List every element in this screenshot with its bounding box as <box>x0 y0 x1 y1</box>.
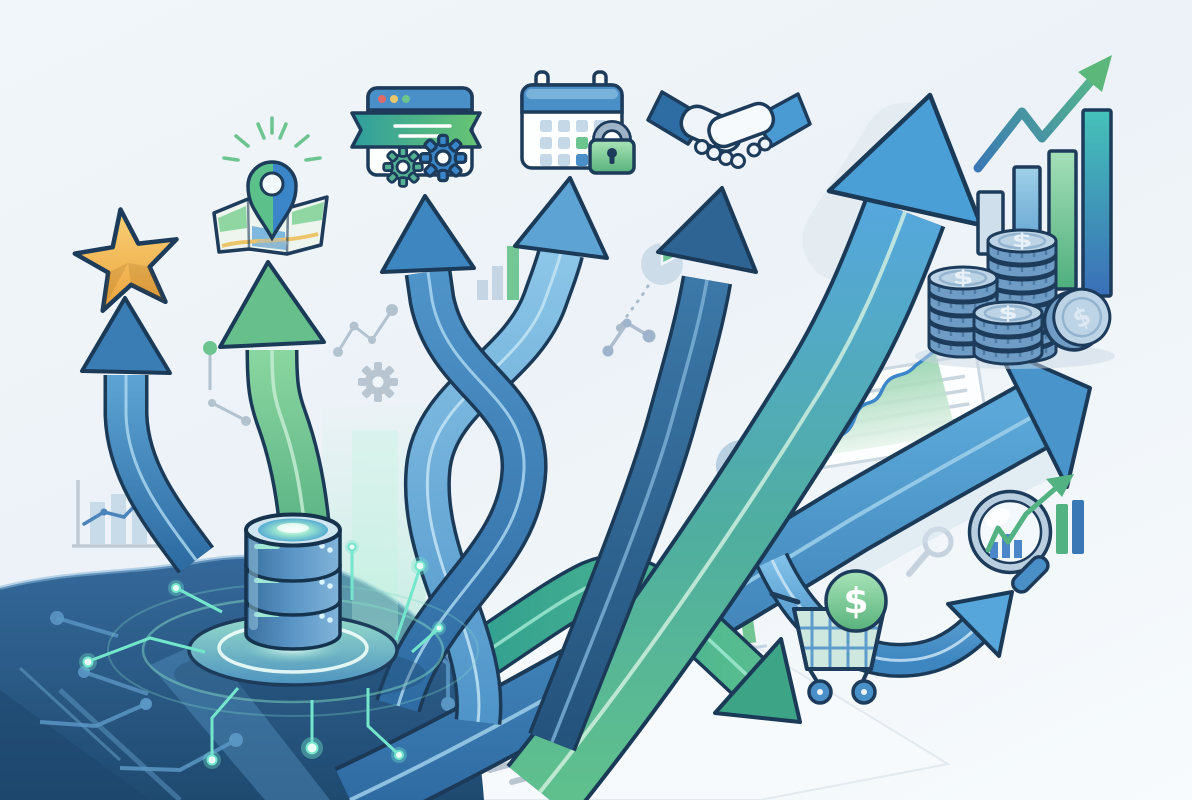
green-node-icon <box>203 341 251 426</box>
map-pin-icon <box>212 116 329 256</box>
lock-icon <box>588 120 636 175</box>
magnifier-bars <box>990 534 1022 558</box>
star-icon <box>72 207 179 313</box>
browser-gears-icon <box>350 86 482 188</box>
hub-glow-beam <box>352 430 398 656</box>
pin-rays <box>222 116 322 162</box>
circuit-node <box>79 540 446 769</box>
database-icon <box>244 512 342 651</box>
trend-zigzag-icon <box>973 55 1112 173</box>
gear-icon <box>358 362 398 402</box>
database-hub <box>79 512 479 769</box>
arrow-up-dark-blue <box>528 186 758 752</box>
coin-stacks-icon: $ $ $ $ <box>915 228 1115 369</box>
dot-node-icon <box>602 318 656 357</box>
gear-green-icon <box>382 146 424 188</box>
coin-dollar: $ <box>1012 230 1033 252</box>
coin-dollar: $ <box>998 303 1017 323</box>
dollar-badge-icon: $ <box>824 569 888 633</box>
magnifier-chart-icon <box>967 474 1084 594</box>
mini-bar-chart-icon <box>477 246 519 300</box>
circuit-trace <box>91 549 438 756</box>
coin-dollar: $ <box>953 267 974 289</box>
arrow-up-left-blue <box>80 296 214 574</box>
badge-dollar: $ <box>843 581 868 622</box>
magnifier-handle <box>1011 555 1050 594</box>
arrow-big-green <box>506 92 984 800</box>
handshake-knuckles <box>694 136 773 169</box>
circuit-trace <box>50 611 149 696</box>
calendar-lock-icon <box>520 70 636 175</box>
dot-node-icon <box>333 304 398 357</box>
gear-blue-icon <box>418 133 468 183</box>
tilted-coin: $ <box>1042 287 1112 352</box>
browser-titlebar <box>366 86 474 112</box>
handshake-icon <box>646 90 812 169</box>
